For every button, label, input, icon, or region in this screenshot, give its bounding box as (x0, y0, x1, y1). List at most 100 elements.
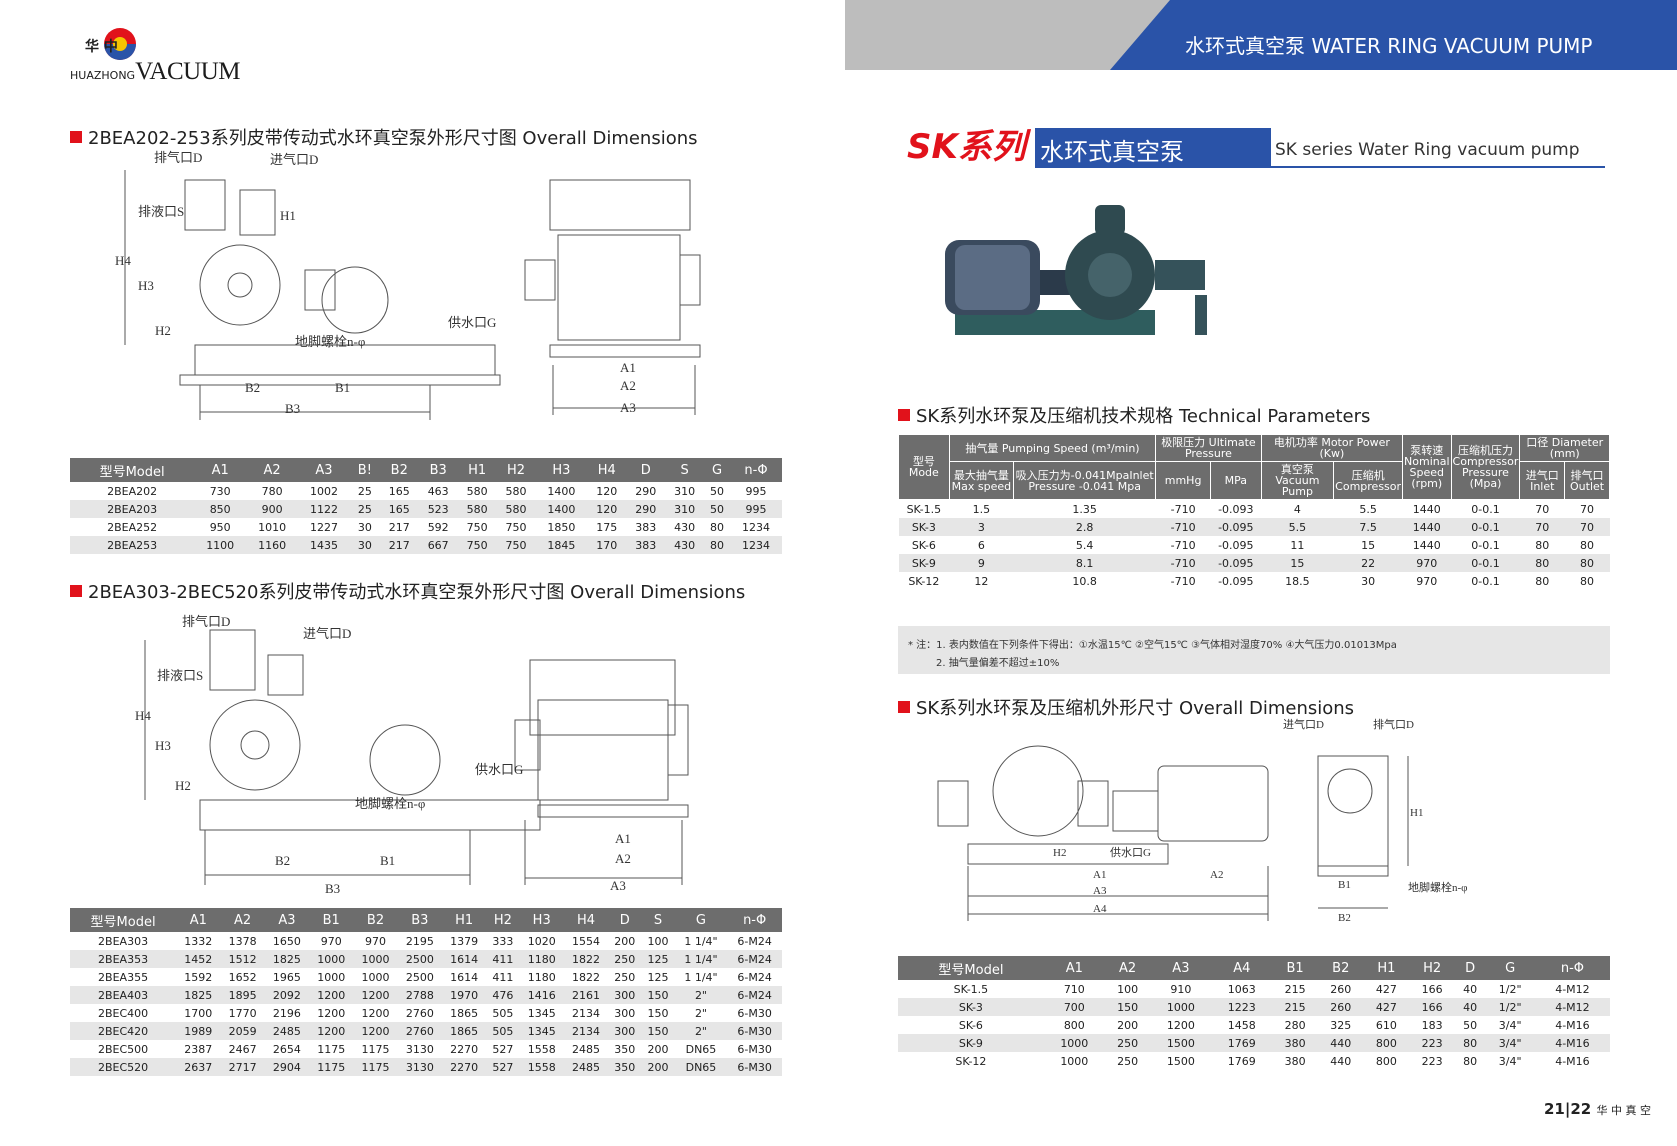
table-cell: 710 (1063, 982, 1085, 996)
table-cell: 290 (635, 484, 657, 498)
table-cell: -0.095 (1210, 554, 1262, 572)
table-cell: 22 (1333, 554, 1403, 572)
table-cell: 750 (505, 520, 527, 534)
table-cell: -710 (1170, 538, 1196, 552)
table-cell: 350 (608, 1058, 642, 1076)
t3-h-power: 电机功率 Motor Power (Kw) (1260, 434, 1404, 462)
red-square-icon (70, 131, 82, 143)
note-line1: * 注：1. 表内数值在下列条件下得出：①水温15℃ ②空气15℃ ③气体相对湿… (908, 640, 1397, 651)
table-cell: 3/4" (1498, 1018, 1522, 1032)
table-cell: 5.5 (1359, 502, 1377, 516)
page-num: 21|22 (1544, 1100, 1592, 1118)
table-cell: 2500 (397, 950, 442, 968)
table-cell: SK-6 (911, 538, 936, 552)
table-cell: 1614 (442, 950, 487, 968)
table-cell: 80 (1564, 554, 1610, 572)
table-cell: 2BEA353 (70, 950, 177, 968)
table-cell: 1500 (1150, 1034, 1212, 1052)
table-cell: 1122 (298, 500, 350, 518)
table-cell: 2BEA252 (107, 520, 158, 534)
table-cell: 6-M24 (727, 986, 782, 1004)
table2-header: H3 (519, 908, 564, 932)
table-cell: 1378 (228, 934, 257, 948)
table-cell: 2134 (572, 1006, 601, 1020)
table-cell: 4 (1293, 502, 1301, 516)
table-cell: 1175 (361, 1042, 390, 1056)
table1-header: n-Φ (730, 458, 782, 482)
table-cell: 430 (665, 536, 705, 554)
table4-header: A1 (1043, 956, 1105, 980)
table-cell: 120 (587, 500, 627, 518)
table-cell: 3/4" (1485, 1034, 1535, 1052)
table-cell: 350 (614, 1042, 636, 1056)
table4-header: H1 (1363, 956, 1410, 980)
d2-label-b1: B1 (380, 853, 395, 868)
table-cell: 223 (1409, 1034, 1455, 1052)
page-brand: 华 中 真 空 (1596, 1104, 1651, 1117)
t3-h-out: 排气口 Outlet (1564, 461, 1610, 500)
table-cell: 80 (1519, 554, 1565, 572)
header-title: 水环式真空泵 WATER RING VACUUM PUMP (1185, 34, 1593, 58)
d2-exhaust-pipe (209, 629, 256, 691)
logo-en: HUAZHONG (70, 69, 136, 82)
d2-side-body (537, 699, 669, 801)
section4-title-text: SK系列水环泵及压缩机外形尺寸 Overall Dimensions (916, 698, 1355, 719)
table-cell: 217 (388, 520, 410, 534)
table-cell: 2" (694, 1006, 707, 1020)
d1-label-inlet: 进气口D (270, 152, 318, 167)
table-cell: 300 (614, 1006, 636, 1020)
table-cell: SK-1.5 (953, 982, 989, 996)
table-cell: 383 (635, 520, 657, 534)
d1-label-h4: H4 (115, 253, 131, 268)
table-cell: 1895 (220, 986, 265, 1004)
table-cell: SK-1.5 (906, 502, 942, 516)
table-cell: 2BEC520 (70, 1058, 177, 1076)
table-cell: 1345 (519, 1022, 564, 1040)
table1-header: B3 (418, 458, 458, 482)
table-cell: 580 (496, 500, 536, 518)
table-cell: 1.35 (1072, 502, 1097, 516)
t3-h-rpm: 泵转速 Nominal Speed (rpm) (1402, 434, 1452, 500)
table-cell: 250 (1117, 1054, 1139, 1068)
table-cell: 780 (261, 484, 283, 498)
table-cell: 1234 (730, 536, 782, 554)
table-cell: 1000 (309, 950, 354, 968)
logo-text: HUAZHONGVACUUM (70, 58, 240, 86)
table-cell: 50 (710, 484, 725, 498)
table-cell: 250 (1104, 1034, 1151, 1052)
table-cell: 40 (1463, 982, 1478, 996)
section1-title: 2BEA202-253系列皮带传动式水环真空泵外形尺寸图 Overall Dim… (70, 124, 698, 150)
d1-label-h2: H2 (155, 323, 171, 338)
table-cell: 165 (388, 484, 410, 498)
t3-h-comp: 压缩机压力 Compressor Pressure (Mpa) (1450, 434, 1521, 500)
table-cell: 2BEC400 (97, 1006, 149, 1020)
d1-label-bolt: 地脚螺栓n-φ (295, 334, 365, 349)
d3-label-h1: H1 (1410, 807, 1423, 819)
table-cell: 527 (486, 1058, 520, 1076)
table-cell: 970 (365, 934, 387, 948)
d1-label-b2: B2 (245, 380, 260, 395)
table-cell: 2BEA202 (107, 484, 158, 498)
table-cell: 2485 (563, 1058, 609, 1076)
d2-label-h4: H4 (135, 708, 151, 723)
table-cell: 125 (647, 970, 669, 984)
table-cell: 2637 (176, 1058, 221, 1076)
d1-label-h1: H1 (280, 208, 296, 223)
table3-note: * 注：1. 表内数值在下列条件下得出：①水温15℃ ②空气15℃ ③气体相对湿… (898, 626, 1610, 674)
table-cell: 2BEC500 (97, 1042, 149, 1056)
d1-motor (321, 266, 389, 334)
table2-header: 型号Model (70, 908, 177, 932)
table-cell: 18.5 (1285, 574, 1310, 588)
table1-header: H1 (457, 458, 497, 482)
table2-header: B3 (397, 908, 442, 932)
d2-label-b3: B3 (325, 881, 340, 896)
table-cell: 1020 (527, 934, 556, 948)
d2-side-top (529, 659, 676, 736)
table-cell: 1845 (535, 536, 588, 554)
